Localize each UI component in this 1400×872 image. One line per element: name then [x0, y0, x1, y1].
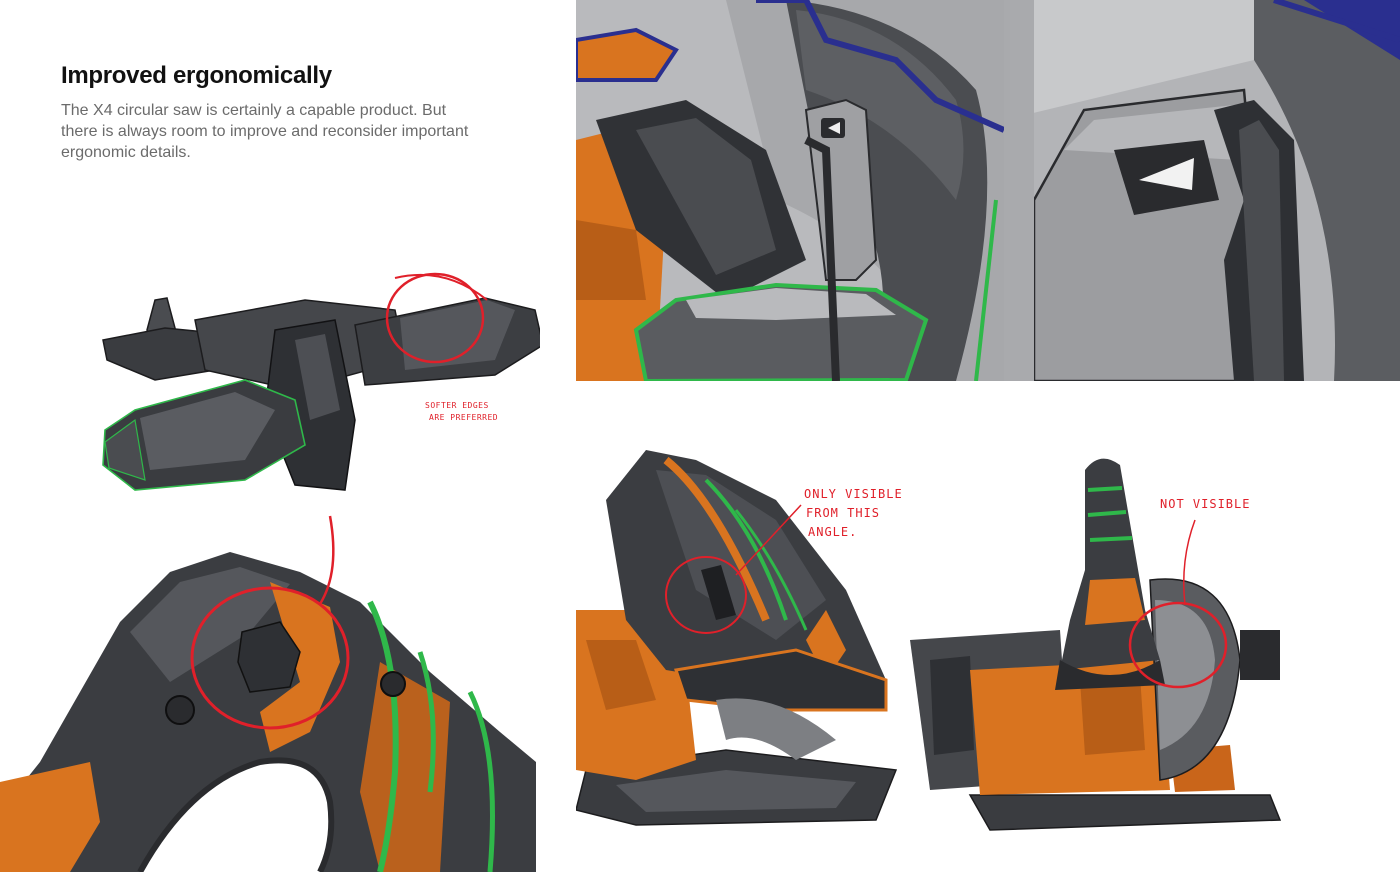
- saw-side-view-render: NOT VISIBLE: [910, 450, 1290, 835]
- softer-edges-note-line2: ARE PREFERRED: [429, 413, 498, 422]
- softer-edges-note-line1: SOFTER EDGES: [425, 401, 489, 410]
- only-visible-note-line2: FROM THIS: [806, 506, 880, 520]
- handle-closeup-render: [0, 512, 536, 872]
- saw-angle-view-render: ONLY VISIBLE FROM THIS ANGLE.: [576, 440, 906, 830]
- blade-guard-render: [576, 0, 1004, 381]
- page-title: Improved ergonomically: [61, 62, 332, 89]
- button-closeup-render: [1004, 0, 1400, 381]
- only-visible-note-line1: ONLY VISIBLE: [804, 487, 903, 501]
- not-visible-note: NOT VISIBLE: [1160, 497, 1250, 511]
- only-visible-note-line3: ANGLE.: [808, 525, 857, 539]
- intro-paragraph: The X4 circular saw is certainly a capab…: [61, 102, 469, 161]
- switch-component-render: SOFTER EDGES ARE PREFERRED: [95, 270, 540, 500]
